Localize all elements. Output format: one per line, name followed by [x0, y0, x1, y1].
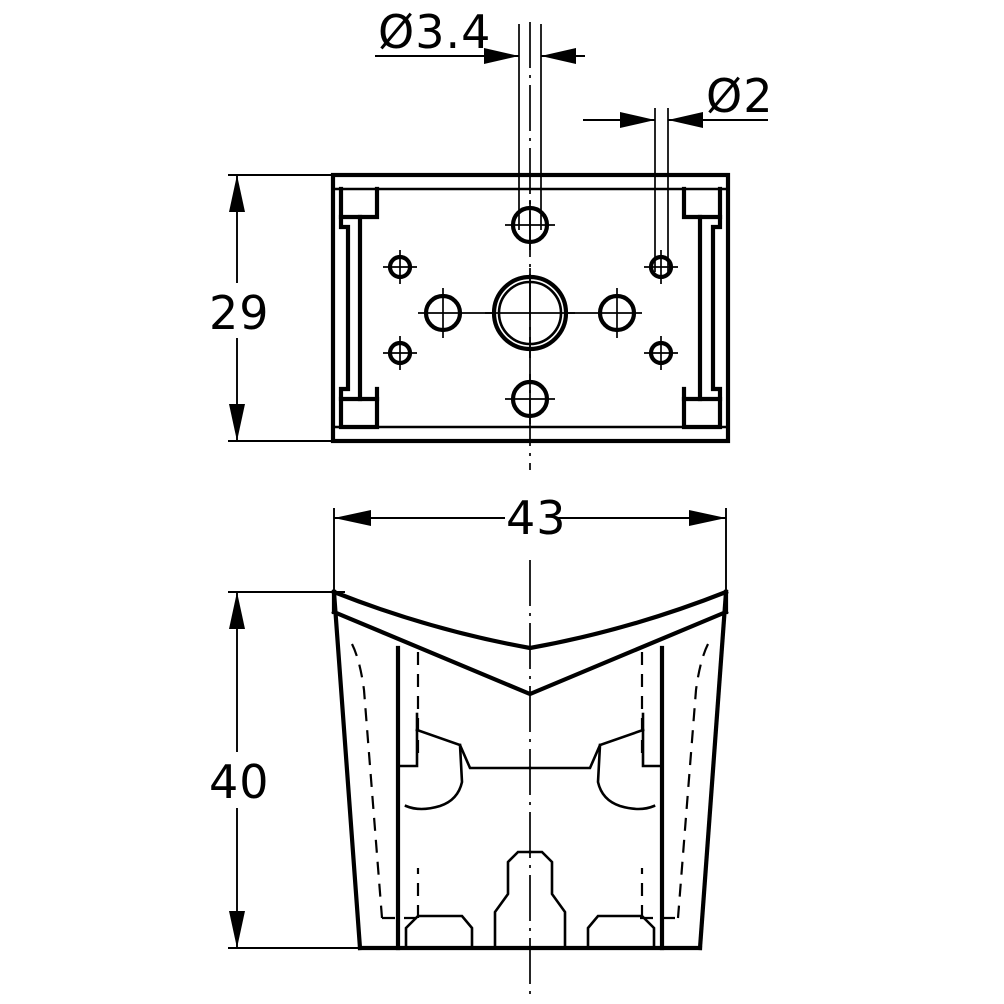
pocket-left-arc [404, 743, 464, 811]
castellation-right [586, 914, 656, 950]
dim-3p4-label: Ø3.4 [378, 5, 491, 59]
dim-43-label: 43 [506, 491, 567, 545]
pocket-left-upper [415, 728, 532, 770]
dim-40-arrow-top [229, 592, 245, 629]
hole-2-bottom-right [644, 336, 678, 370]
corner-bracket-bottom-right [681, 396, 723, 430]
dim-2-arrow-left [620, 112, 655, 128]
pocket-right-upper [528, 728, 645, 770]
front-mid-pocket [396, 712, 664, 811]
hole-3p4-right [567, 288, 642, 338]
dim-29-arrow-top [229, 175, 245, 212]
castellation-center-left [493, 850, 532, 950]
castellation-left [404, 914, 474, 950]
plate-outer-rect [330, 172, 731, 444]
bracket-tr-pad [681, 186, 723, 220]
bracket-bl-pad [338, 396, 380, 430]
hole-2-top-right [644, 250, 678, 284]
hole-3p4-bottom [505, 374, 555, 424]
body-left-outer-wall [331, 589, 363, 951]
hole-2-top-left [383, 250, 417, 284]
body-top-vee-inner [331, 609, 729, 697]
dimension-hole-3p4: Ø3.4 [375, 5, 585, 64]
hole-3p4-top [505, 200, 555, 250]
dim-2-arrow-right [668, 112, 703, 128]
corner-bracket-top-right [681, 186, 723, 402]
hole-3p4-left [418, 288, 493, 338]
top-view-outline [330, 172, 731, 444]
front-inner-walls [395, 645, 665, 951]
corner-bracket-top-left [338, 186, 380, 402]
dim-2-label: Ø2 [706, 69, 773, 123]
top-view-centerlines [518, 22, 669, 470]
hole-2-bottom-left [383, 336, 417, 370]
center-bore [485, 268, 575, 358]
front-body-outline [331, 589, 729, 951]
pocket-right-arc [596, 743, 656, 811]
front-view [331, 560, 729, 1000]
body-top-vee-outer [331, 589, 729, 651]
hidden-right-inner-taper [676, 643, 709, 919]
dim-29-label: 29 [209, 286, 270, 340]
dimension-height-29: 29 [209, 174, 340, 442]
dimension-height-40: 40 [209, 591, 370, 949]
bracket-tr-rail [681, 214, 723, 402]
bracket-tl-pad [338, 186, 380, 220]
dim-29-arrow-bottom [229, 404, 245, 441]
dim-3p4-arrow-left [484, 48, 519, 64]
dim-43-arrow-right [689, 510, 726, 526]
body-right-outer-wall [697, 589, 729, 951]
top-view [330, 22, 731, 470]
bracket-br-pad [681, 396, 723, 430]
corner-bracket-bottom-left [338, 396, 380, 430]
pocket-right-step [641, 728, 664, 768]
pocket-left-step [396, 728, 419, 768]
dim-40-label: 40 [209, 755, 270, 809]
front-bottom-castellation [404, 850, 656, 950]
dim-43-arrow-left [334, 510, 371, 526]
castellation-center-right [528, 850, 567, 950]
hidden-left-inner-taper [351, 643, 384, 919]
dim-40-arrow-bottom [229, 911, 245, 948]
dim-3p4-arrow-right [541, 48, 576, 64]
dimension-width-43: 43 [333, 491, 727, 600]
dimension-hole-2: Ø2 [583, 69, 773, 128]
bracket-tl-rail [338, 214, 380, 402]
